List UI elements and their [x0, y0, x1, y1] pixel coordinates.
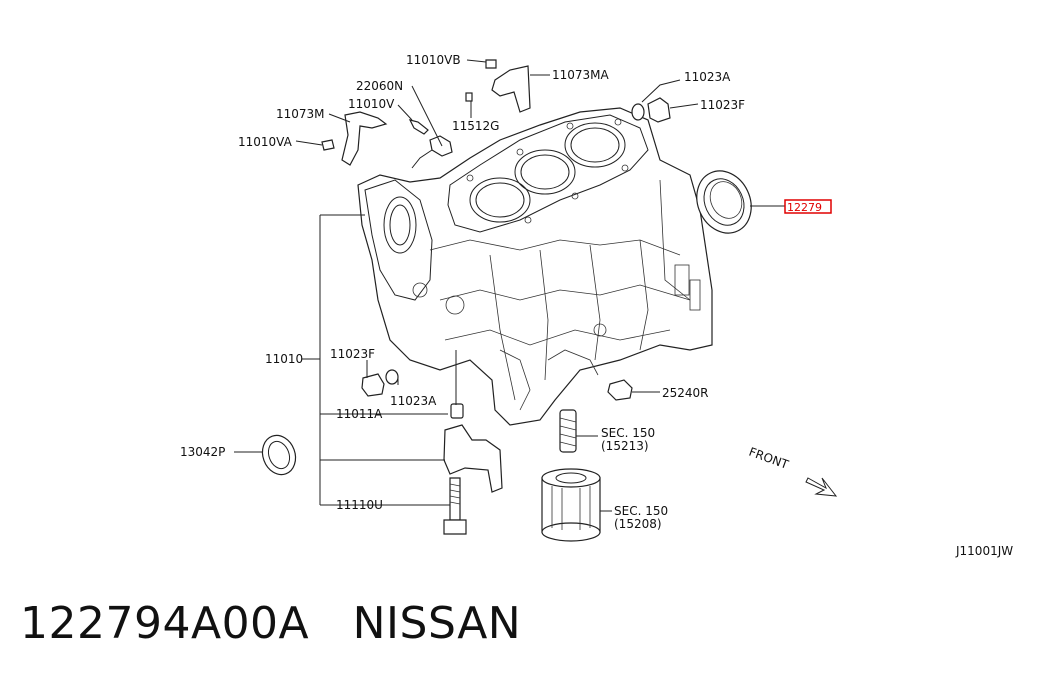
callout-sec150-15208: SEC. 150 [614, 504, 668, 518]
leader-lines [234, 59, 785, 512]
callout-12279: 12279 [787, 201, 822, 214]
callout-11011a: 11011A [336, 407, 383, 421]
small-parts-drawings [261, 59, 752, 542]
part-callout-labels: 11010VB 11073MA 22060N 11010V 11073M 115… [180, 53, 1013, 558]
callout-sec150-15213-ref: (15213) [601, 439, 649, 453]
callout-11023a-top: 11023A [684, 70, 731, 84]
callout-25240r: 25240R [662, 386, 709, 400]
callout-sec150-15213: SEC. 150 [601, 426, 655, 440]
front-direction-arrow: FRONT [747, 445, 838, 497]
cylinder-block-drawing [357, 107, 713, 426]
drawing-code: J11001JW [955, 544, 1013, 558]
part-caption: 122794A00A NISSAN [20, 598, 521, 649]
callout-22060n: 22060N [356, 79, 403, 93]
callout-11010vb: 11010VB [406, 53, 461, 67]
highlight-box-12279 [784, 199, 832, 214]
callout-sec150-15208-ref: (15208) [614, 517, 662, 531]
callout-11023a-mid: 11023A [390, 394, 437, 408]
part-number: 122794A00A [20, 598, 310, 649]
callout-11023f-mid: 11023F [330, 347, 375, 361]
callout-11110u: 11110U [336, 498, 383, 512]
front-label: FRONT [747, 445, 791, 472]
callout-11010va: 11010VA [238, 135, 293, 149]
caption-gap [309, 598, 352, 649]
callout-13042p: 13042P [180, 445, 225, 459]
callout-11023f-top: 11023F [700, 98, 745, 112]
callout-11010: 11010 [265, 352, 303, 366]
callout-11073ma: 11073MA [552, 68, 610, 82]
callout-11073m: 11073M [276, 107, 325, 121]
brand-name: NISSAN [352, 598, 522, 649]
callout-11010v: 11010V [348, 97, 395, 111]
callout-11512g: 11512G [452, 119, 499, 133]
